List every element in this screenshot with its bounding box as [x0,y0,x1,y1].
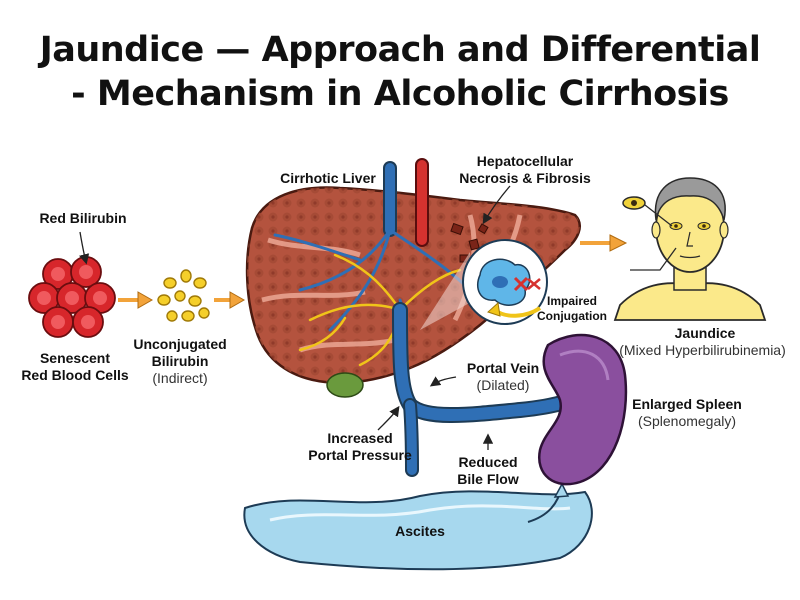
label-unconjugated-line1: Unconjugated [133,336,227,352]
label-reduced-line1: Reduced [458,454,518,470]
label-jaundice-sub: (Mixed Hyperbilirubinemia) [619,342,786,358]
jaundiced-patient [613,177,767,321]
label-impaired-line2: Conjugation [537,309,607,323]
bilirubin-to-liver-arrow [214,291,246,309]
label-pointers [79,185,511,450]
label-portal-vein-sub: (Dilated) [476,377,530,393]
label-spleen-sub: (Splenomegaly) [637,413,737,429]
label-senescent-line2: Red Blood Cells [21,367,129,383]
unconjugated-bilirubin-blobs [157,269,210,322]
impaired-conjugation-inset [420,239,548,330]
liver-to-jaundice-arrow [580,234,628,252]
hepatic-vessels [383,158,429,247]
label-unconjugated-sub: (Indirect) [152,370,208,386]
label-necrosis-line1: Hepatocellular [476,153,574,169]
label-necrosis-line2: Necrosis & Fibrosis [459,170,591,186]
label-jaundice: Jaundice [674,325,736,341]
ascites-pool [243,490,593,571]
label-unconjugated-line2: Bilirubin [151,353,209,369]
label-red-bilirubin: Red Bilirubin [39,210,127,226]
label-increased-line1: Increased [327,430,393,446]
spleen-to-ascites-arrow [527,482,570,523]
label-senescent-line1: Senescent [39,350,111,366]
red-blood-cell-cluster [28,256,116,338]
enlarged-spleen [537,333,628,486]
label-impaired-line1: Impaired [546,294,597,308]
label-portal-vein: Portal Vein [466,360,540,376]
rbc-to-bilirubin-arrow [118,291,154,309]
page-title-line-1: Jaundice — Approach and Differential [39,30,761,70]
page-title-line-2: - Mechanism in Alcoholic Cirrhosis [71,74,729,114]
label-increased-line2: Portal Pressure [308,447,412,463]
label-cirrhotic-liver: Cirrhotic Liver [280,170,376,186]
label-spleen: Enlarged Spleen [632,396,742,412]
portal-vein [392,302,573,477]
label-ascites: Ascites [395,523,445,539]
label-reduced-line2: Bile Flow [457,471,519,487]
